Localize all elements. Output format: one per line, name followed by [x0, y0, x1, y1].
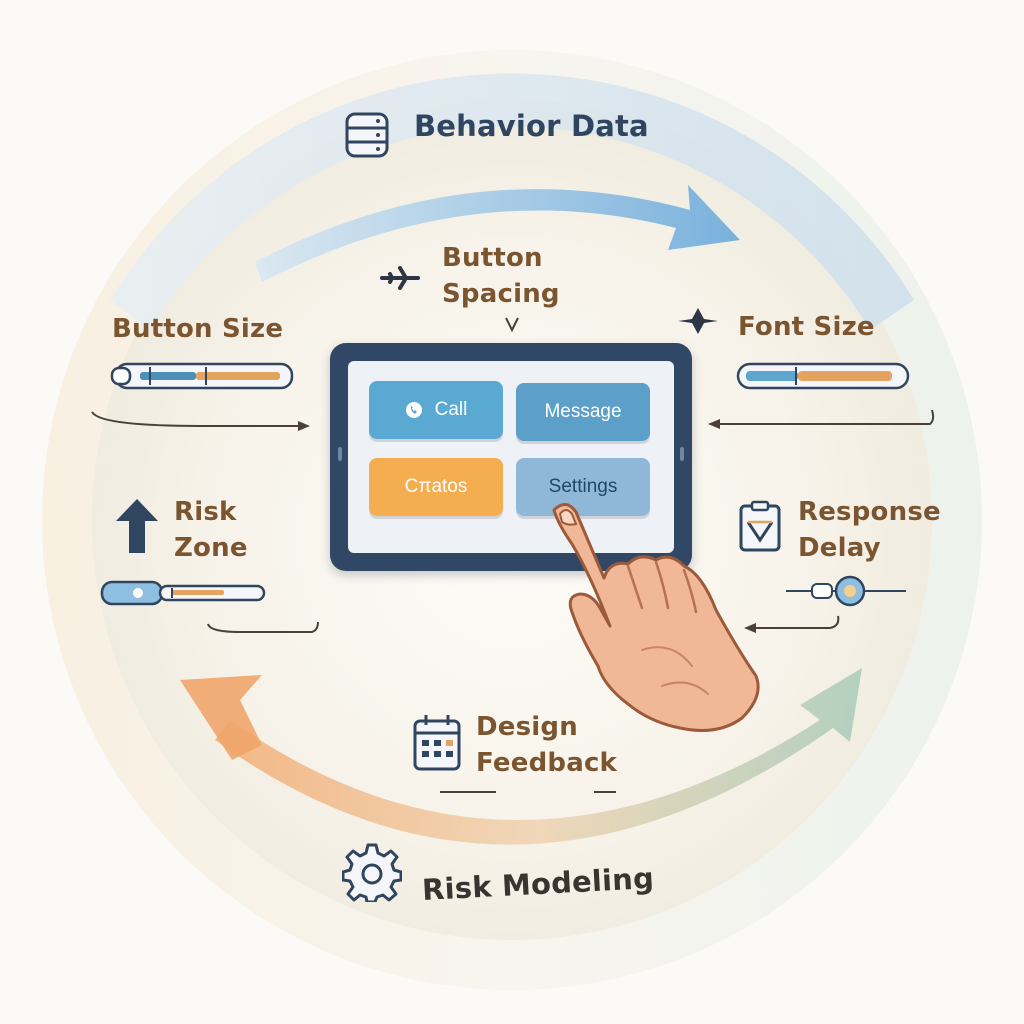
risk-zone-slider [100, 580, 266, 606]
airplane-icon [380, 266, 420, 290]
response-delay-slider [786, 575, 906, 607]
arrowhead-font-size [708, 419, 720, 429]
risk-zone-label-line2: Zone [174, 533, 248, 563]
calendar-icon [413, 715, 461, 771]
connector-button-size [91, 411, 300, 427]
call-button[interactable]: Call [369, 381, 503, 439]
top-arc-band [110, 73, 914, 331]
design-feedback-label-line2: Feedback [476, 748, 618, 778]
call-button-label: Call [434, 399, 468, 420]
pointing-hand-icon [552, 503, 760, 732]
database-icon [345, 112, 389, 158]
tablet-side-button-left [338, 447, 342, 461]
settings-button-label: Settings [548, 476, 618, 497]
photos-button-label: Cπatos [404, 476, 468, 497]
clipboard-icon [739, 500, 781, 552]
font-size-label: Font Size [738, 312, 875, 342]
button-spacing-label-line2: Spacing [442, 279, 560, 309]
bottom-cycle-arrow [215, 668, 862, 845]
arrowhead-response-delay [744, 623, 756, 633]
left-orange-arrowhead [180, 675, 262, 760]
tablet-side-button-right [680, 447, 684, 461]
message-button[interactable]: Message [516, 383, 650, 441]
gear-icon [342, 843, 402, 902]
sparkle-icon [678, 308, 718, 334]
connector-risk-zone [207, 621, 319, 633]
design-feedback-label-line1: Design [476, 712, 578, 742]
button-size-slider [110, 362, 294, 390]
arrow-up-icon [116, 499, 158, 553]
tablet-screen: Call Message Cπatos Settings [348, 361, 674, 553]
response-delay-label-line1: Response [798, 497, 941, 527]
arrowhead-button-size [298, 421, 310, 431]
message-button-label: Message [544, 401, 622, 422]
phone-icon [405, 402, 422, 418]
button-spacing-label-line1: Button [442, 243, 543, 273]
connector-font-size [720, 409, 935, 425]
photos-button[interactable]: Cπatos [369, 458, 503, 516]
button-size-label: Button Size [112, 314, 284, 344]
top-blue-arrow [255, 185, 740, 282]
connector-response-delay [756, 615, 840, 629]
settings-button[interactable]: Settings [516, 458, 650, 516]
font-size-slider [736, 362, 910, 390]
risk-zone-label-line1: Risk [174, 497, 237, 527]
tablet-device: Call Message Cπatos Settings [330, 343, 692, 571]
behavior-data-label: Behavior Data [414, 109, 649, 143]
response-delay-label-line2: Delay [798, 533, 881, 563]
spacing-down-arrow [505, 317, 519, 333]
